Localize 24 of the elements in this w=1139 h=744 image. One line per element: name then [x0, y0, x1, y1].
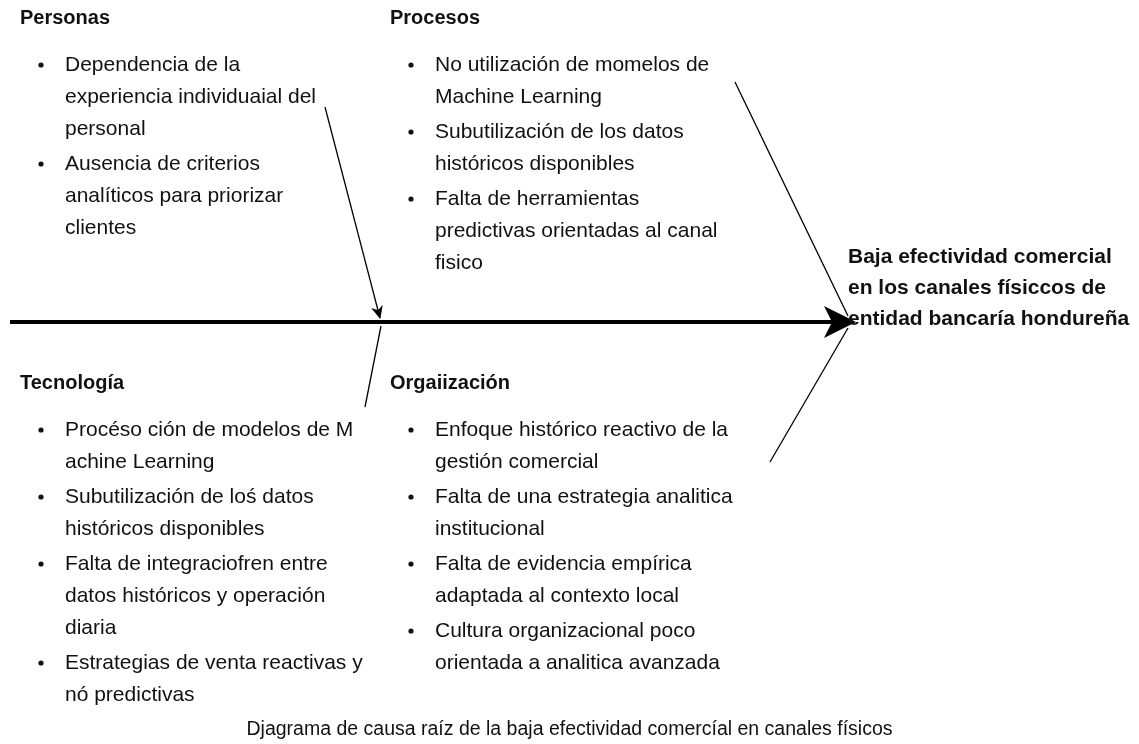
caption: Djagrama de causa raíz de la baja efectividad comercíal en canales físicos	[246, 716, 893, 740]
category-heading: Orgaiización	[390, 370, 511, 395]
category-heading: Procesos	[390, 5, 481, 30]
cause-item: No utilización de momelos de Machine Learning	[435, 51, 711, 109]
cause-item: Dependencia de la experiencia individuaial del personal	[65, 51, 317, 141]
bone-line	[324, 106, 383, 319]
cause-item: Cultura organizacional poco orientada a analitica avanzada	[435, 617, 721, 675]
category-heading: Personas	[20, 5, 111, 30]
bone-line	[364, 325, 382, 408]
bone-line	[734, 81, 849, 317]
cause-item: Estrategias de venta reactivas y nó predictivas	[65, 649, 364, 707]
category-heading: Tecnología	[20, 370, 125, 395]
cause-item: Falta de evidencia empírica adaptada al contexto local	[435, 550, 693, 608]
effect-text: Baja efectividad comercial en los canales físiccos de entidad bancaría hondureña	[848, 243, 1131, 331]
cause-item: Procéso ción de modelos de M achine Learning	[65, 416, 355, 474]
cause-item: Subutilización de los datos históricos disponibles	[435, 118, 685, 176]
cause-item: Enfoque histórico reactivo de la gestión comercial	[435, 416, 729, 474]
cause-item: Falta de herramientas predictivas orientadas al canal fisico	[435, 185, 719, 275]
cause-item: Falta de una estrategia analitica institucional	[435, 483, 734, 541]
cause-item: Falta de integraciofren entre datos históricos y operación diaria	[65, 550, 329, 640]
cause-item: Subutilización de loś datos históricos disponibles	[65, 483, 315, 541]
cause-item: Ausencia de criterios analíticos para priorizar clientes	[65, 150, 285, 240]
bone-line	[769, 327, 849, 463]
spine-arrow	[10, 306, 856, 338]
